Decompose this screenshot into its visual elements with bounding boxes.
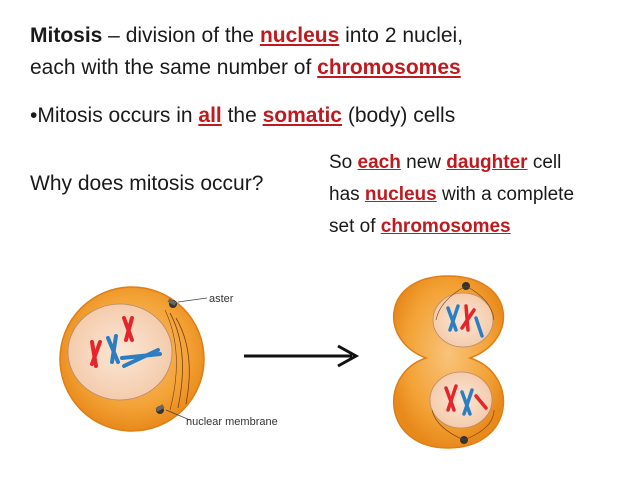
keyword-all: all: [198, 104, 222, 127]
label-aster: aster: [209, 293, 234, 305]
chromosome-blue: [120, 348, 162, 368]
aster: [167, 298, 177, 308]
definition-text-3: each with the same number of: [30, 56, 318, 79]
answer-text: new: [400, 152, 447, 173]
bullet-text-2: the: [221, 104, 263, 127]
keyword-chromosomes: chromosomes: [317, 56, 461, 79]
answer-text: cell: [527, 152, 562, 173]
definition-line-1: Mitosis – division of the nucleus into 2…: [30, 24, 463, 48]
answer-line-3: set of chromosomes: [329, 216, 511, 238]
parent-cell: aster nuclear membrane: [59, 286, 278, 432]
bullet-text-3: (body) cells: [342, 104, 456, 127]
arrow-icon: [244, 344, 360, 368]
keyword-each: each: [357, 152, 401, 173]
daughter-nucleus-bottom: [429, 371, 493, 429]
answer-line-1: So each new daughter cell: [329, 152, 561, 174]
definition-text: – division of the: [102, 24, 260, 47]
label-nuclear-membrane: nuclear membrane: [186, 416, 278, 428]
bullet-text: •Mitosis occurs in: [30, 104, 199, 127]
nucleus: [67, 303, 173, 401]
answer-text: So: [329, 152, 358, 173]
chromosome-red: [122, 316, 134, 342]
definition-line-2: each with the same number of chromosomes: [30, 56, 461, 80]
keyword-somatic: somatic: [262, 104, 342, 127]
aster-lower: [155, 404, 165, 414]
daughter-cells: [392, 275, 505, 449]
question-text: Why does mitosis occur?: [30, 172, 264, 195]
term-mitosis: Mitosis: [30, 24, 103, 47]
answer-line-2: has nucleus with a complete: [329, 184, 574, 206]
keyword-nucleus: nucleus: [259, 24, 340, 47]
answer-text: has: [329, 184, 365, 205]
keyword-chromosomes-2: chromosomes: [380, 216, 511, 237]
answer-text: set of: [329, 216, 381, 237]
chromosome-blue: [106, 334, 120, 364]
definition-text-2: into 2 nuclei,: [339, 24, 464, 47]
keyword-nucleus-2: nucleus: [364, 184, 437, 205]
chromosome-red: [90, 340, 102, 368]
bullet-line: •Mitosis occurs in all the somatic (body…: [30, 104, 455, 128]
keyword-daughter: daughter: [446, 152, 528, 173]
daughter-nucleus-top: [432, 292, 494, 348]
answer-text: with a complete: [436, 184, 575, 205]
